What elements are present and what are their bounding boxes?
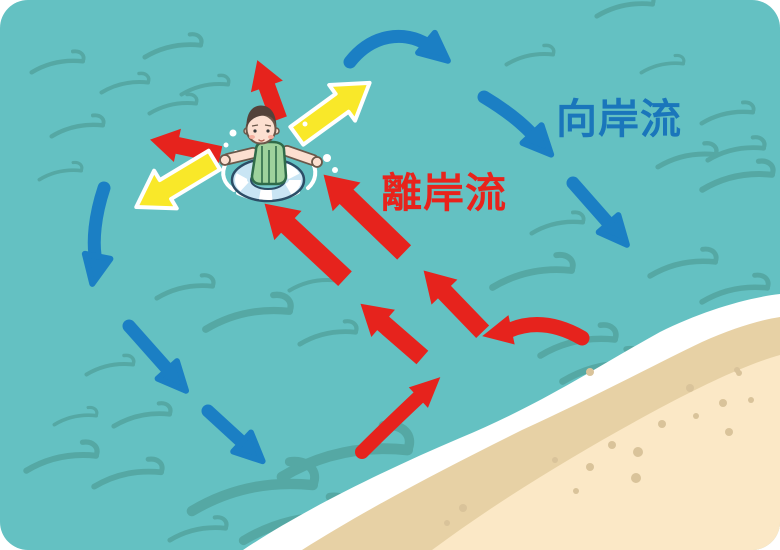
onshore-current-arrow-4 bbox=[81, 181, 114, 287]
swimmer-hands bbox=[219, 154, 323, 168]
rip-current-arrow-4 bbox=[323, 174, 412, 260]
rip-current-arrow-1 bbox=[250, 60, 287, 123]
onshore-current-arrows bbox=[81, 29, 630, 465]
beach bbox=[243, 294, 780, 550]
onshore-current-arrow-6 bbox=[201, 404, 266, 465]
hair bbox=[246, 105, 277, 128]
pebble bbox=[444, 520, 450, 526]
life-vest bbox=[250, 140, 288, 186]
bubbles bbox=[223, 121, 338, 173]
pebble bbox=[748, 397, 754, 403]
onshore-current-label: 向岸流 bbox=[556, 95, 682, 143]
onshore-current-arrow-5 bbox=[122, 319, 190, 394]
onshore-current-arrow-2 bbox=[477, 90, 555, 158]
sand-pebbles bbox=[444, 367, 754, 526]
pebble bbox=[552, 457, 558, 463]
pebble bbox=[725, 428, 733, 436]
pebble bbox=[586, 368, 594, 376]
onshore-current-arrow-3 bbox=[566, 176, 630, 248]
pebble bbox=[631, 473, 641, 483]
rip-current-arrow-5 bbox=[423, 270, 490, 338]
pebble bbox=[693, 413, 699, 419]
swimmer-arms bbox=[222, 145, 319, 166]
rip-current-arrow-3 bbox=[264, 203, 352, 286]
bubble bbox=[223, 142, 229, 148]
bubble bbox=[229, 129, 237, 137]
pebble bbox=[459, 504, 467, 512]
swimmer-in-ring bbox=[219, 105, 338, 203]
escape-direction-arrow-1 bbox=[288, 80, 372, 147]
rip-current-arrow-6 bbox=[360, 303, 429, 365]
rip-current-arrows bbox=[150, 60, 590, 459]
pebble bbox=[586, 463, 594, 471]
pebble bbox=[608, 441, 616, 449]
pebble bbox=[686, 384, 694, 392]
bubble bbox=[332, 167, 338, 173]
dry-sand bbox=[432, 355, 780, 550]
pebble bbox=[573, 488, 579, 494]
bubble bbox=[323, 154, 331, 162]
rip-current-arrow-8 bbox=[355, 377, 441, 459]
rip-current-arrow-7 bbox=[482, 315, 590, 346]
face bbox=[249, 124, 274, 142]
onshore-current-arrow-1 bbox=[343, 29, 451, 69]
rip-current-label: 離岸流 bbox=[381, 169, 507, 217]
swimmer-head bbox=[243, 105, 280, 145]
bubble bbox=[302, 121, 308, 127]
pebble bbox=[633, 447, 643, 457]
pebble bbox=[658, 420, 666, 428]
pebble bbox=[734, 367, 740, 373]
escape-direction-arrows bbox=[134, 80, 372, 211]
pebble bbox=[719, 399, 727, 407]
escape-direction-arrow-2 bbox=[134, 148, 222, 211]
